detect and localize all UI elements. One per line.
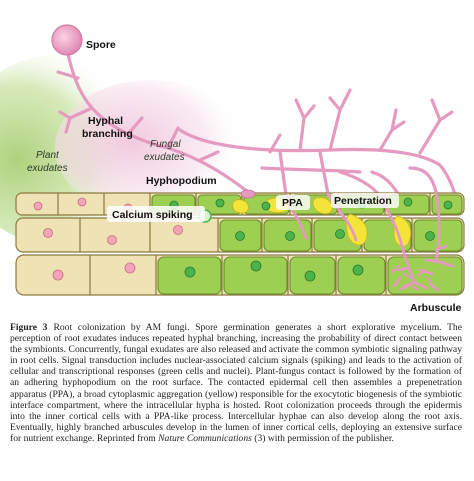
caption-text: Root colonization by AM fungi. Spore ger… [10,322,462,444]
label-plant-exudates-1: Plant [36,150,60,161]
label-hyphopodium: Hyphopodium [146,175,217,187]
label-arbuscule: Arbuscule [410,302,462,314]
label-calcium-spiking: Calcium spiking [112,209,193,221]
label-ppa: PPA [282,197,303,209]
caption-figure-number: Figure 3 [10,322,48,333]
label-fungal-exudates-1: Fungal [150,139,181,150]
label-hyphal-branching-1: Hyphal [88,115,123,127]
label-spore: Spore [86,39,116,51]
root-colonization-figure: Spore Hyphal branching Fungal exudates P… [0,24,465,314]
ppa-label-box [276,195,310,210]
hyphopodium [240,189,256,199]
fungal-exudate-cloud [55,80,245,216]
label-hyphal-branching-2: branching [82,128,133,140]
spore [51,24,83,56]
green-nuclei [169,197,453,282]
intracellular-hyphae [284,190,454,292]
calcium-spiking-label-box [107,206,205,222]
caption-source-rest: (3) with permission of the publisher. [251,432,394,444]
caption-source-italic: Nature Communications [158,432,252,444]
arbuscule-cell [391,265,433,291]
penetration-label-box [331,193,399,208]
label-penetration: Penetration [334,195,392,207]
label-fungal-exudates-2: exudates [144,152,185,163]
label-plant-exudates-2: exudates [27,163,68,174]
